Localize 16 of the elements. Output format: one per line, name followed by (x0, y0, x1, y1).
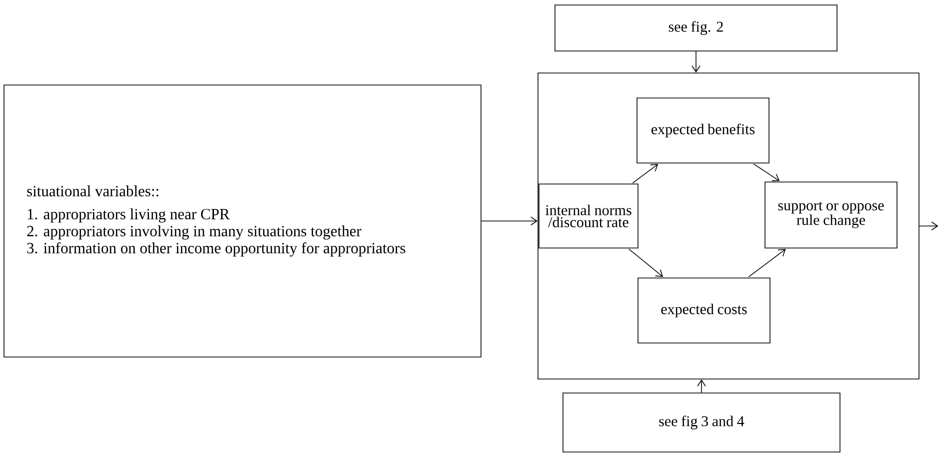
arrow (697, 379, 706, 393)
arrow (628, 248, 664, 277)
process-box: support or oppose rule change (764, 182, 898, 248)
process-box: expected benefits (636, 98, 770, 164)
arrow (692, 51, 700, 73)
process-box: expected costs (638, 278, 770, 344)
arrow (632, 164, 658, 184)
arrow (748, 249, 786, 278)
variables-box: situational variables:: 1. appropriators living near CPR 2. appropriators involving in many situations together 3. information on other income opportunity for appropriators (4, 84, 482, 358)
process-box: see fig 3 and 4 (562, 392, 840, 452)
frame-box (538, 72, 920, 380)
process-box: internal norms /discount rate (538, 184, 638, 248)
arrow (919, 222, 938, 230)
process-box: see fig. 2 (554, 4, 838, 52)
arrow (753, 164, 780, 182)
arrow (481, 216, 538, 226)
